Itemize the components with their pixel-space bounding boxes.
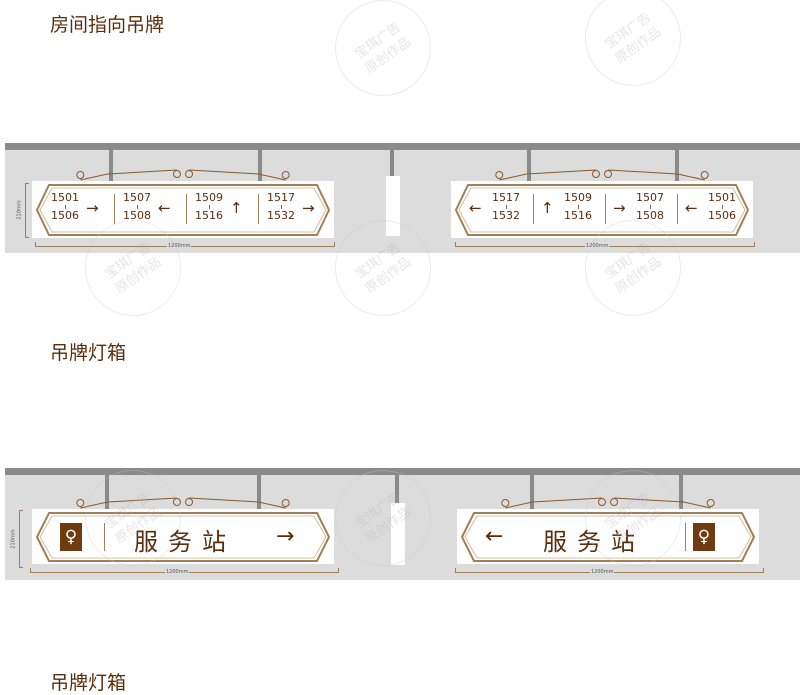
divider bbox=[104, 523, 105, 551]
divider bbox=[533, 194, 534, 224]
direction-arrow-icon: ← bbox=[485, 524, 504, 549]
direction-arrow-icon: → bbox=[86, 199, 99, 217]
direction-arrow-icon: ← bbox=[158, 199, 171, 217]
direction-arrow-icon: → bbox=[276, 524, 295, 549]
rod bbox=[390, 150, 394, 180]
divider bbox=[114, 194, 115, 224]
side-view-box bbox=[391, 503, 405, 565]
divider bbox=[605, 194, 606, 224]
service-station-label: 服务站 bbox=[134, 528, 236, 556]
section-title: 吊牌灯箱 bbox=[50, 342, 127, 364]
height-label: 210mm bbox=[16, 199, 23, 221]
width-label: 1200mm bbox=[590, 569, 615, 575]
female-restroom-icon: ♀ bbox=[693, 523, 715, 551]
rod bbox=[109, 150, 113, 185]
width-label: 1200mm bbox=[585, 243, 610, 249]
direction-arrow-icon: ← bbox=[685, 199, 698, 217]
rod bbox=[675, 150, 679, 185]
direction-arrow-icon: ↑ bbox=[541, 199, 554, 217]
rod bbox=[679, 475, 683, 510]
watermark: 宝琪广告原创作品 bbox=[566, 0, 700, 105]
female-restroom-icon: ♀ bbox=[60, 523, 82, 551]
side-view-box bbox=[386, 176, 400, 236]
direction-arrow-icon: → bbox=[302, 199, 315, 217]
rod bbox=[530, 475, 534, 510]
direction-arrow-icon: → bbox=[613, 199, 626, 217]
height-dimension bbox=[19, 510, 23, 568]
service-station-label: 服务站 bbox=[543, 528, 645, 556]
divider bbox=[186, 194, 187, 224]
rod bbox=[258, 150, 262, 185]
rod bbox=[527, 150, 531, 185]
divider bbox=[685, 523, 686, 551]
watermark: 宝琪广告原创作品 bbox=[316, 0, 450, 115]
direction-arrow-icon: ← bbox=[469, 199, 482, 217]
height-dimension bbox=[25, 183, 29, 238]
width-label: 1200mm bbox=[165, 569, 190, 575]
ceiling-bar bbox=[5, 143, 800, 150]
height-label: 210mm bbox=[10, 528, 17, 550]
divider bbox=[677, 194, 678, 224]
section-title: 吊牌灯箱 bbox=[50, 672, 127, 694]
divider bbox=[258, 194, 259, 224]
lightbox-sign-right: ♀ 服务站 ← bbox=[457, 494, 759, 564]
rod bbox=[395, 475, 399, 505]
direction-arrow-icon: ↑ bbox=[230, 199, 243, 217]
section-title: 房间指向吊牌 bbox=[50, 14, 165, 36]
rod bbox=[105, 475, 109, 510]
ceiling-bar bbox=[5, 468, 800, 475]
width-label: 1200mm bbox=[167, 243, 192, 249]
rod bbox=[257, 475, 261, 510]
lightbox-sign-left: ♀ 服务站 → bbox=[32, 494, 334, 564]
